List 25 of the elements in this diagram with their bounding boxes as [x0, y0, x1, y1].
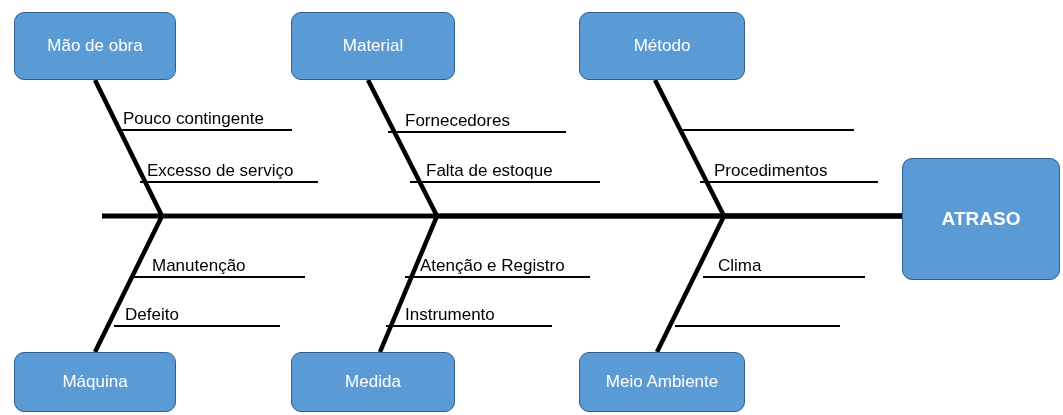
cause-label: Manutenção — [152, 256, 246, 276]
node-label: Máquina — [62, 372, 128, 392]
cause-label: Defeito — [125, 305, 179, 325]
node-label: Medida — [345, 372, 401, 392]
cause-label: Atenção e Registro — [420, 256, 565, 276]
node-label: ATRASO — [941, 208, 1021, 230]
cause-label: Instrumento — [405, 305, 495, 325]
category-box — [291, 12, 455, 80]
category-box — [579, 12, 745, 80]
node-label: Material — [342, 36, 404, 56]
effect-box — [902, 158, 1060, 280]
cause-label: Fornecedores — [405, 111, 510, 131]
category-box — [14, 12, 176, 80]
category-box — [14, 352, 176, 412]
fishbone-line — [655, 213, 902, 353]
node-label: Método — [633, 36, 691, 56]
cause-label: Falta de estoque — [426, 161, 553, 181]
cause-label: Clima — [718, 256, 762, 276]
cause-label: Excesso de serviço — [147, 161, 294, 181]
category-box — [291, 352, 455, 412]
node-label: Meio Ambiente — [605, 372, 719, 392]
node-label: Mão de obra — [47, 36, 143, 56]
cause-label: Procedimentos — [714, 161, 828, 181]
cause-label: Pouco contingente — [123, 109, 264, 129]
category-box — [579, 352, 745, 412]
